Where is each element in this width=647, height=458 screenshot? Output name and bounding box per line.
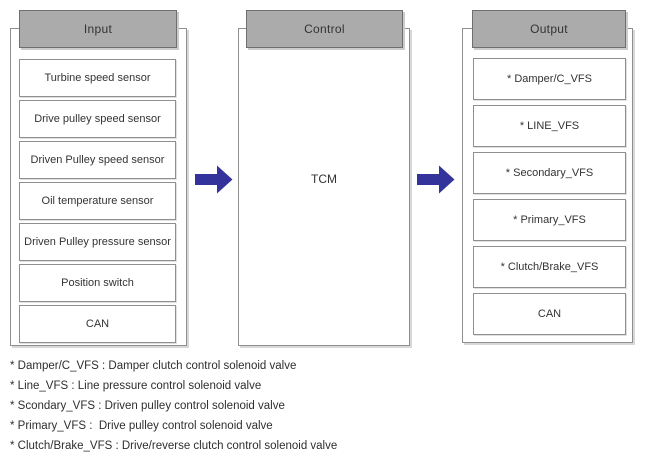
footnote-line-vfs: * Line_VFS : Line pressure control solen… (10, 380, 262, 392)
tcm-label: TCM (311, 172, 337, 186)
footnote-damper-c-vfs: * Damper/C_VFS : Damper clutch control s… (10, 360, 297, 372)
output-item-primary-vfs: * Primary_VFS (473, 199, 626, 241)
footnote-primary-vfs: * Primary_VFS : Drive pulley control sol… (10, 420, 273, 432)
control-header: Control (246, 10, 403, 48)
input-item-turbine-speed-sensor: Turbine speed sensor (19, 59, 176, 97)
arrow-right-icon (417, 164, 455, 195)
input-item-drive-pulley-speed-sensor: Drive pulley speed sensor (19, 100, 176, 138)
control-column-container: TCM (238, 28, 410, 346)
input-item-driven-pulley-pressure-sensor: Driven Pulley pressure sensor (19, 223, 176, 261)
output-item-damper-c-vfs: * Damper/C_VFS (473, 58, 626, 100)
arrow-right-icon (195, 164, 233, 195)
footnote-list: * Damper/C_VFS : Damper clutch control s… (10, 356, 337, 456)
output-item-line-vfs: * LINE_VFS (473, 105, 626, 147)
output-item-secondary-vfs: * Secondary_VFS (473, 152, 626, 194)
input-item-can: CAN (19, 305, 176, 343)
output-header: Output (472, 10, 626, 48)
output-item-clutch-brake-vfs: * Clutch/Brake_VFS (473, 246, 626, 288)
input-header-label: Input (83, 22, 113, 36)
input-item-oil-temperature-sensor: Oil temperature sensor (19, 182, 176, 220)
control-header-label: Control (304, 22, 345, 36)
input-header: Input (19, 10, 177, 48)
output-header-label: Output (530, 22, 568, 36)
output-item-can: CAN (473, 293, 626, 335)
input-item-position-switch: Position switch (19, 264, 176, 302)
output-item-list: * Damper/C_VFS * LINE_VFS * Secondary_VF… (473, 58, 626, 335)
footnote-clutch-brake-vfs: * Clutch/Brake_VFS : Drive/reverse clutc… (10, 440, 338, 452)
input-item-driven-pulley-speed-sensor: Driven Pulley speed sensor (19, 141, 176, 179)
footnote-scondary-vfs: * Scondary_VFS : Driven pulley control s… (10, 400, 285, 412)
input-item-list: Turbine speed sensor Drive pulley speed … (19, 59, 176, 343)
